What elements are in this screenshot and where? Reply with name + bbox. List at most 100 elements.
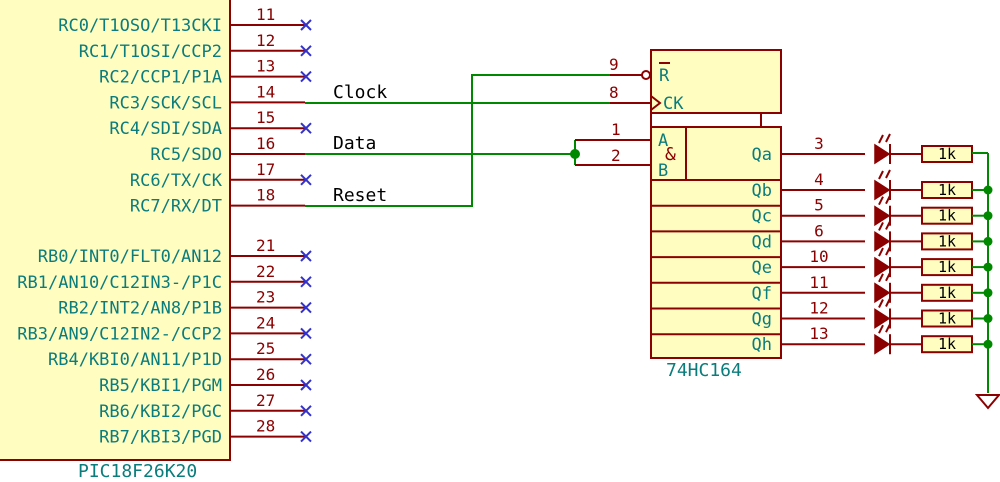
mcu-pin-name: RB4/KBI0/AN11/P1D xyxy=(48,350,222,370)
data-junction-dot xyxy=(570,149,580,159)
sr-output-name: Qe xyxy=(752,258,772,278)
mcu-pin-name: RC5/SDO xyxy=(150,145,222,165)
led-icon xyxy=(874,246,922,278)
no-connect-icon xyxy=(300,250,312,262)
sr-output-name: Qb xyxy=(752,181,772,201)
sr-pin-num-b: 2 xyxy=(611,146,621,165)
led-triangle xyxy=(874,231,891,252)
mcu-pin-name: RC6/TX/CK xyxy=(130,171,223,191)
sr-output-number: 10 xyxy=(809,247,828,266)
mcu-reference: PIC18F26K20 xyxy=(78,461,197,482)
mcu-pin-number: 11 xyxy=(256,5,275,24)
mcu-pin-number: 25 xyxy=(256,339,275,358)
mcu-port-b-pins: RB0/INT0/FLT0/AN1221RB1/AN10/C12IN3-/P1C… xyxy=(17,236,312,448)
sr-pin-num-clock: 8 xyxy=(609,83,619,102)
mcu-pin-number: 24 xyxy=(256,313,275,332)
led-icon xyxy=(874,323,922,355)
resistor-value: 1k xyxy=(938,258,956,276)
resistor-icon: 1k xyxy=(921,309,993,328)
resistor-value: 1k xyxy=(938,284,956,302)
no-connect-icon xyxy=(300,70,312,83)
mcu-pin-number: 12 xyxy=(256,31,275,50)
resistor-chain: 1k 1k 1k 1k 1k 1k 1k 1k xyxy=(921,145,993,354)
ground-icon xyxy=(974,394,1000,410)
led-chain xyxy=(874,133,922,355)
resistor-value: 1k xyxy=(938,207,956,225)
led-triangle xyxy=(874,179,891,201)
mcu-pin-name: RB2/INT2/AN8/P1B xyxy=(58,299,222,319)
no-connect-icon xyxy=(300,379,312,391)
resistor-icon: 1k xyxy=(921,181,993,199)
reset-net-label: Reset xyxy=(333,185,387,206)
mcu-pin-number: 26 xyxy=(256,365,275,384)
mcu-pin-number: 22 xyxy=(256,262,275,281)
sr-output-name: Qd xyxy=(752,232,772,252)
no-connect-icon xyxy=(300,19,312,31)
mcu-pin-number: 21 xyxy=(256,236,275,255)
mcu-pin-name: RC0/T1OSO/T13CKI xyxy=(58,16,222,36)
light-emission-icon xyxy=(878,298,891,308)
sr-pin-name-a: A xyxy=(658,131,668,151)
mcu-pin-number: 28 xyxy=(256,417,275,436)
and-gate-symbol: & xyxy=(665,144,676,165)
led-triangle xyxy=(874,143,891,165)
resistor-icon: 1k xyxy=(921,283,993,302)
no-connect-icon xyxy=(300,430,312,443)
led-icon xyxy=(874,169,922,201)
light-emission-icon xyxy=(878,133,891,144)
mcu-pin-name: RC1/T1OSI/CCP2 xyxy=(79,42,222,62)
light-emission-icon xyxy=(878,323,891,334)
clock-net-label: Clock xyxy=(333,82,387,103)
sr-output-number: 12 xyxy=(809,299,828,318)
mcu-pin-name: RB6/KBI2/PGC xyxy=(99,402,222,422)
light-emission-icon xyxy=(878,195,891,206)
data-net-label: Data xyxy=(333,133,376,154)
led-triangle xyxy=(874,333,891,355)
mcu-pin-name: RC4/SDI/SDA xyxy=(109,119,222,139)
resistor-value: 1k xyxy=(938,310,956,328)
sr-pin-num-reset: 9 xyxy=(609,55,619,74)
no-connect-icon xyxy=(300,174,312,186)
led-icon xyxy=(874,298,922,329)
led-triangle xyxy=(874,205,891,227)
net-wires: Clock Data Reset xyxy=(305,74,650,207)
sr-output-number: 13 xyxy=(809,324,828,343)
ground-rail xyxy=(972,152,1000,410)
sr-pin-name-b: B xyxy=(658,161,668,181)
mcu-pin-name: RB5/KBI1/PGM xyxy=(99,376,222,396)
led-triangle xyxy=(874,308,891,329)
mcu-pin-number: 13 xyxy=(256,57,275,76)
led-triangle xyxy=(874,256,891,278)
mcu-pin-number: 15 xyxy=(256,108,275,127)
mcu-pin-number: 27 xyxy=(256,391,275,410)
no-connect-icon xyxy=(300,405,312,417)
mcu-pin-name: RC7/RX/DT xyxy=(130,197,222,217)
sr-register-block xyxy=(650,126,782,359)
resistor-icon: 1k xyxy=(921,145,973,163)
no-connect-icon xyxy=(300,122,312,134)
sr-output-name: Qc xyxy=(752,207,772,227)
mcu-pin-number: 16 xyxy=(256,134,275,153)
sr-output-number: 3 xyxy=(814,134,824,153)
light-emission-icon xyxy=(878,246,891,257)
sr-reference: 74HC164 xyxy=(666,360,742,381)
sr-pin-name-reset: R xyxy=(659,66,670,86)
resistor-value: 1k xyxy=(938,232,956,250)
mcu-pin-name: RB7/KBI3/PGD xyxy=(99,428,222,448)
mcu-pin-name: RC2/CCP1/P1A xyxy=(99,68,222,88)
led-icon xyxy=(874,272,922,304)
mcu-pin-name: RC3/SCK/SCL xyxy=(109,93,222,113)
light-emission-icon xyxy=(878,272,891,283)
resistor-icon: 1k xyxy=(921,258,993,277)
sr-control-block xyxy=(650,49,782,114)
resistor-value: 1k xyxy=(938,145,956,163)
resistor-icon: 1k xyxy=(921,335,993,354)
sr-output-name: Qg xyxy=(752,310,772,330)
sr-output-name: Qh xyxy=(752,335,772,355)
led-icon xyxy=(874,133,922,165)
resistor-value: 1k xyxy=(938,335,956,353)
led-icon xyxy=(874,195,922,227)
